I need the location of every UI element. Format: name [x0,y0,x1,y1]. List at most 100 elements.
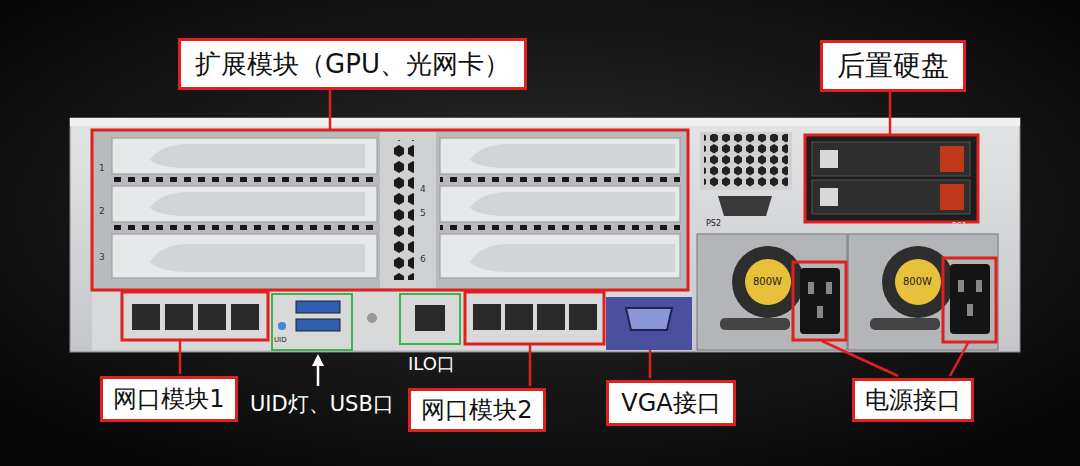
highlight-frame [122,292,268,340]
rj45-port [165,304,193,330]
highlight-frame [943,258,996,342]
leader-line [950,343,968,376]
hex-vents [390,140,414,280]
uid-button [278,322,286,330]
chassis-top [70,118,1020,126]
slot-cover [440,234,680,278]
plug-pin [826,282,832,294]
arrow-head [312,354,324,366]
slot-cover [112,234,377,278]
hard-disk [812,142,970,176]
callout-text: VGA接口 [621,387,720,419]
psu-handle [870,318,940,330]
slot-number: 3 [99,252,105,262]
vent-row [112,176,377,184]
callout-box: VGA接口 [606,380,736,426]
green-frames [272,294,460,350]
fan-hub [745,259,791,305]
leader-line [179,341,182,374]
io-panel [92,292,692,350]
slot-bevel [150,244,365,272]
leader-line [529,345,532,386]
highlight-frame [400,294,460,344]
leader-line [822,341,898,376]
port-label: UID [274,336,287,344]
slot-cover [440,138,680,174]
power-supplies [697,234,998,350]
hard-disk [812,180,970,214]
disk-latch [940,184,964,210]
center-column [380,132,436,288]
highlight-frame [272,294,352,350]
callout-box: 扩展模块（GPU、光网卡） [178,38,527,90]
rj45-port [198,304,226,330]
highlight-frame [92,130,688,290]
highlight-frame [465,292,604,344]
fan-hub [895,259,941,305]
power-plug [800,268,840,334]
disk-sticker [820,150,838,168]
plug-pin [976,280,982,292]
slot-bevel [470,244,675,272]
callout-text: 网口模块1 [113,383,224,415]
vent-row [440,176,680,184]
leader-lines [180,90,968,386]
plug-pin [808,282,814,294]
rear-top-right [700,132,977,221]
honeycomb-vent [704,134,788,188]
callout-text: UID灯、USB口 [250,392,394,416]
callout-box: 网口模块1 [100,376,238,422]
plug-pin [967,304,973,316]
rj45-port [569,304,597,330]
usb-port [296,319,340,331]
disk-sticker [820,188,838,206]
rj45-port [415,305,445,331]
vga-connector [626,308,672,330]
vga-panel [606,297,692,350]
rj45-port [231,304,259,330]
callout-box: 后置硬盘 [820,40,966,92]
plug-pin [817,306,823,318]
slot-number: 2 [99,206,105,216]
callout-text: ILO口 [408,354,455,375]
leader-line [889,92,892,135]
callout-text: 电源接口 [865,384,961,416]
slot-bevel [150,192,365,216]
wattage-label: 800W [753,276,782,288]
psu-handle [720,318,790,330]
slot-bevel [470,192,675,216]
slot-bevel [150,144,365,168]
slot-cover [112,138,377,174]
vent-panel [700,132,792,190]
screw [367,313,377,323]
plug-pin [958,280,964,292]
psu [848,234,998,350]
psu-number: PS1 [952,222,967,231]
uid-arrow [312,354,324,386]
callout-box: 电源接口 [852,378,974,422]
psu-connector [718,196,772,216]
vent-row [440,224,680,232]
vent-row [112,224,377,232]
slot-number: 5 [420,208,426,218]
callout-box: 网口模块2 [408,388,546,432]
rj45-port [537,304,565,330]
highlight-frame [805,135,978,222]
slot-number: 6 [420,254,426,264]
disk-bay [805,135,977,221]
cage [92,130,688,290]
chassis-body [70,118,1020,352]
callout-text: 扩展模块（GPU、光网卡） [195,47,510,82]
slot-cover [440,186,680,222]
rj45-port [473,304,501,330]
arrow-shaft [317,364,320,386]
chassis [70,118,1020,352]
io-row [92,292,692,350]
slot-number: 1 [99,163,105,173]
rj45-port [132,304,160,330]
psu [697,234,847,350]
leader-line [329,90,332,130]
callout-text: 网口模块2 [421,394,532,426]
